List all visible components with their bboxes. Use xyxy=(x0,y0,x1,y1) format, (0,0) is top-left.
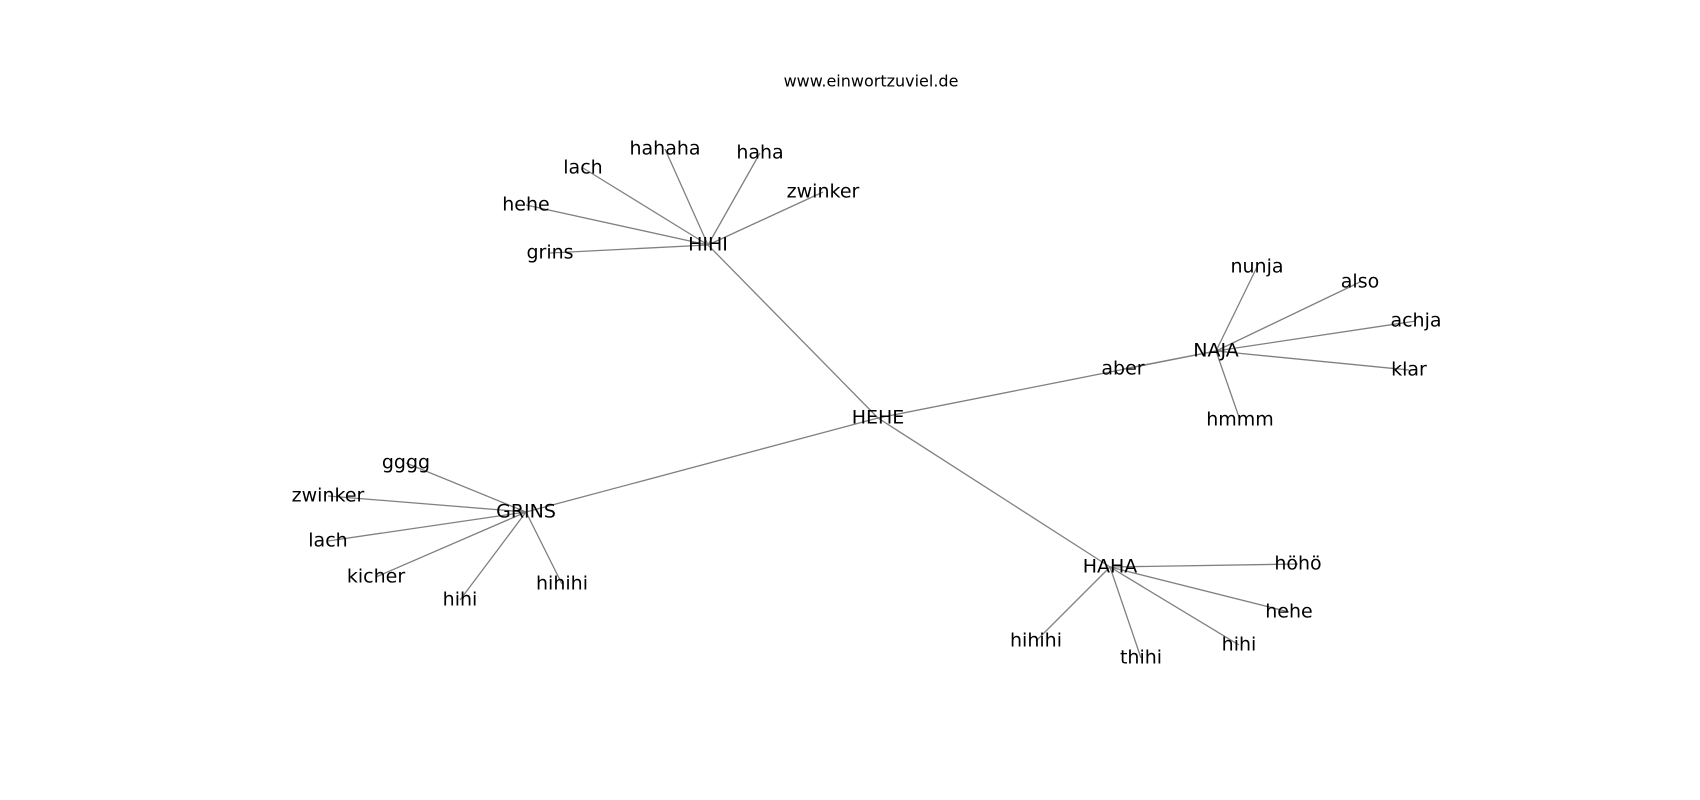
node-haha-hihihi: hihihi xyxy=(1010,630,1062,652)
edge-grins-grins-kicher xyxy=(375,511,527,578)
edge-grins-grins-hihihi xyxy=(525,511,563,585)
site-url: www.einwortzuviel.de xyxy=(784,72,959,91)
node-naja-klar: klar xyxy=(1391,359,1427,381)
node-haha-hehe: hehe xyxy=(1265,601,1312,623)
edge-haha-haha-thihi xyxy=(1109,566,1142,659)
edge-grins-grins-zwinker xyxy=(327,495,527,513)
edge-naja-naja-klar xyxy=(1215,350,1410,371)
edge-hehe-hihi xyxy=(707,244,879,419)
node-grins-zwinker: zwinker xyxy=(292,485,365,507)
edge-hihi-hihi-zwinker xyxy=(707,191,824,246)
edge-naja-naja-nunja xyxy=(1215,266,1258,352)
edge-grins-grins-gggg xyxy=(405,462,527,513)
node-hihi-lach: lach xyxy=(563,157,602,179)
node-naja-achja: achja xyxy=(1390,310,1441,332)
node-naja: NAJA xyxy=(1193,340,1238,362)
node-grins-hihi: hihi xyxy=(443,589,478,611)
node-naja-hmmm: hmmm xyxy=(1206,409,1274,431)
node-hihi-grins: grins xyxy=(526,242,573,264)
graph-edges xyxy=(327,148,1417,659)
node-grins-gggg: gggg xyxy=(382,452,430,474)
node-naja-aber: aber xyxy=(1101,358,1144,380)
node-grins-hihihi: hihihi xyxy=(536,573,588,595)
node-hihi: HIHI xyxy=(688,234,728,256)
edge-naja-naja-aber xyxy=(1122,350,1217,370)
edge-hehe-grins xyxy=(525,417,879,513)
edge-hihi-hihi-lach xyxy=(582,167,709,246)
edge-haha-haha-hihi xyxy=(1109,566,1240,646)
edge-naja-naja-achja xyxy=(1215,320,1417,352)
node-hihi-zwinker: zwinker xyxy=(787,181,860,203)
edge-hehe-haha xyxy=(877,417,1111,568)
edge-haha-haha-hehe xyxy=(1109,566,1290,613)
edge-hihi-hihi-haha xyxy=(707,152,761,246)
edge-hihi-hihi-hehe xyxy=(525,204,709,246)
node-naja-also: also xyxy=(1341,271,1379,293)
node-naja-nunja: nunja xyxy=(1230,256,1283,278)
node-hihi-hahaha: hahaha xyxy=(629,138,700,160)
node-hihi-haha: haha xyxy=(736,142,783,164)
edge-haha-haha-hihihi xyxy=(1035,566,1111,642)
edge-naja-naja-hmmm xyxy=(1215,350,1241,421)
node-haha-thihi: thihi xyxy=(1120,647,1162,669)
node-grins-kicher: kicher xyxy=(347,566,405,588)
node-haha-hihi: hihi xyxy=(1222,634,1257,656)
edge-naja-naja-also xyxy=(1215,281,1361,352)
edge-hihi-hihi-hahaha xyxy=(664,148,709,246)
node-hehe: HEHE xyxy=(852,407,905,429)
edge-haha-haha-hoho xyxy=(1109,563,1299,568)
edge-grins-grins-lach xyxy=(327,511,527,542)
edge-hihi-hihi-grins xyxy=(549,244,709,254)
edge-grins-grins-hihi xyxy=(459,511,527,601)
node-haha: HAHA xyxy=(1083,556,1138,578)
node-grins: GRINS xyxy=(496,501,556,523)
node-haha-hoho: höhö xyxy=(1274,553,1321,575)
node-hihi-hehe: hehe xyxy=(502,194,549,216)
node-grins-lach: lach xyxy=(308,530,347,552)
